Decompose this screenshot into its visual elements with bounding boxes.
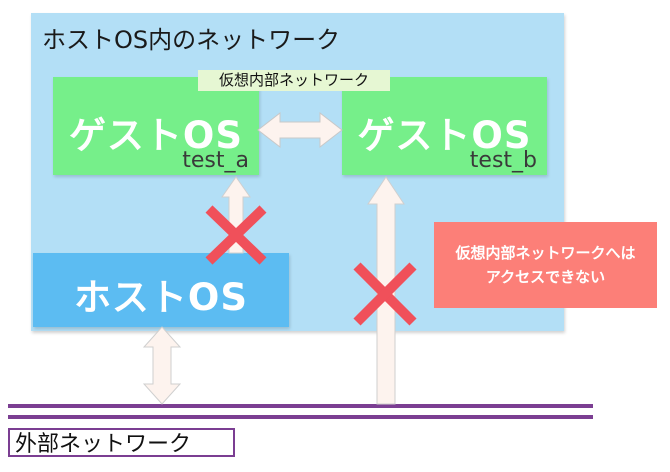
network-line-top	[8, 404, 593, 408]
guest-os-name: test_a	[182, 148, 249, 173]
guest-os-title: ゲストOS	[357, 114, 532, 157]
virtual-network-label: 仮想内部ネットワーク	[198, 70, 390, 91]
network-line-bottom	[8, 415, 593, 419]
host-os-title: ホストOS	[73, 276, 249, 319]
host-network-title: ホストOS内のネットワーク	[42, 26, 341, 54]
note-line-1: 仮想内部ネットワークへは	[455, 244, 636, 262]
note-callout: 仮想内部ネットワークへは アクセスできない	[434, 222, 657, 308]
guest-link-arrow	[257, 111, 343, 149]
host-external-link-arrow	[142, 326, 182, 405]
guest-os-test-a: ゲストOS test_a	[53, 77, 259, 175]
external-network-label: 外部ネットワーク	[8, 428, 235, 457]
guest-os-test-b: ゲストOS test_b	[342, 77, 547, 175]
blocked-mark-host-to-guest-a	[205, 205, 267, 265]
guest-os-name: test_b	[469, 148, 537, 173]
guest-os-title: ゲストOS	[68, 114, 244, 157]
blocked-mark-external-to-guest-b	[353, 262, 417, 326]
note-line-2: アクセスできない	[485, 268, 606, 286]
host-os-box: ホストOS	[33, 253, 289, 327]
